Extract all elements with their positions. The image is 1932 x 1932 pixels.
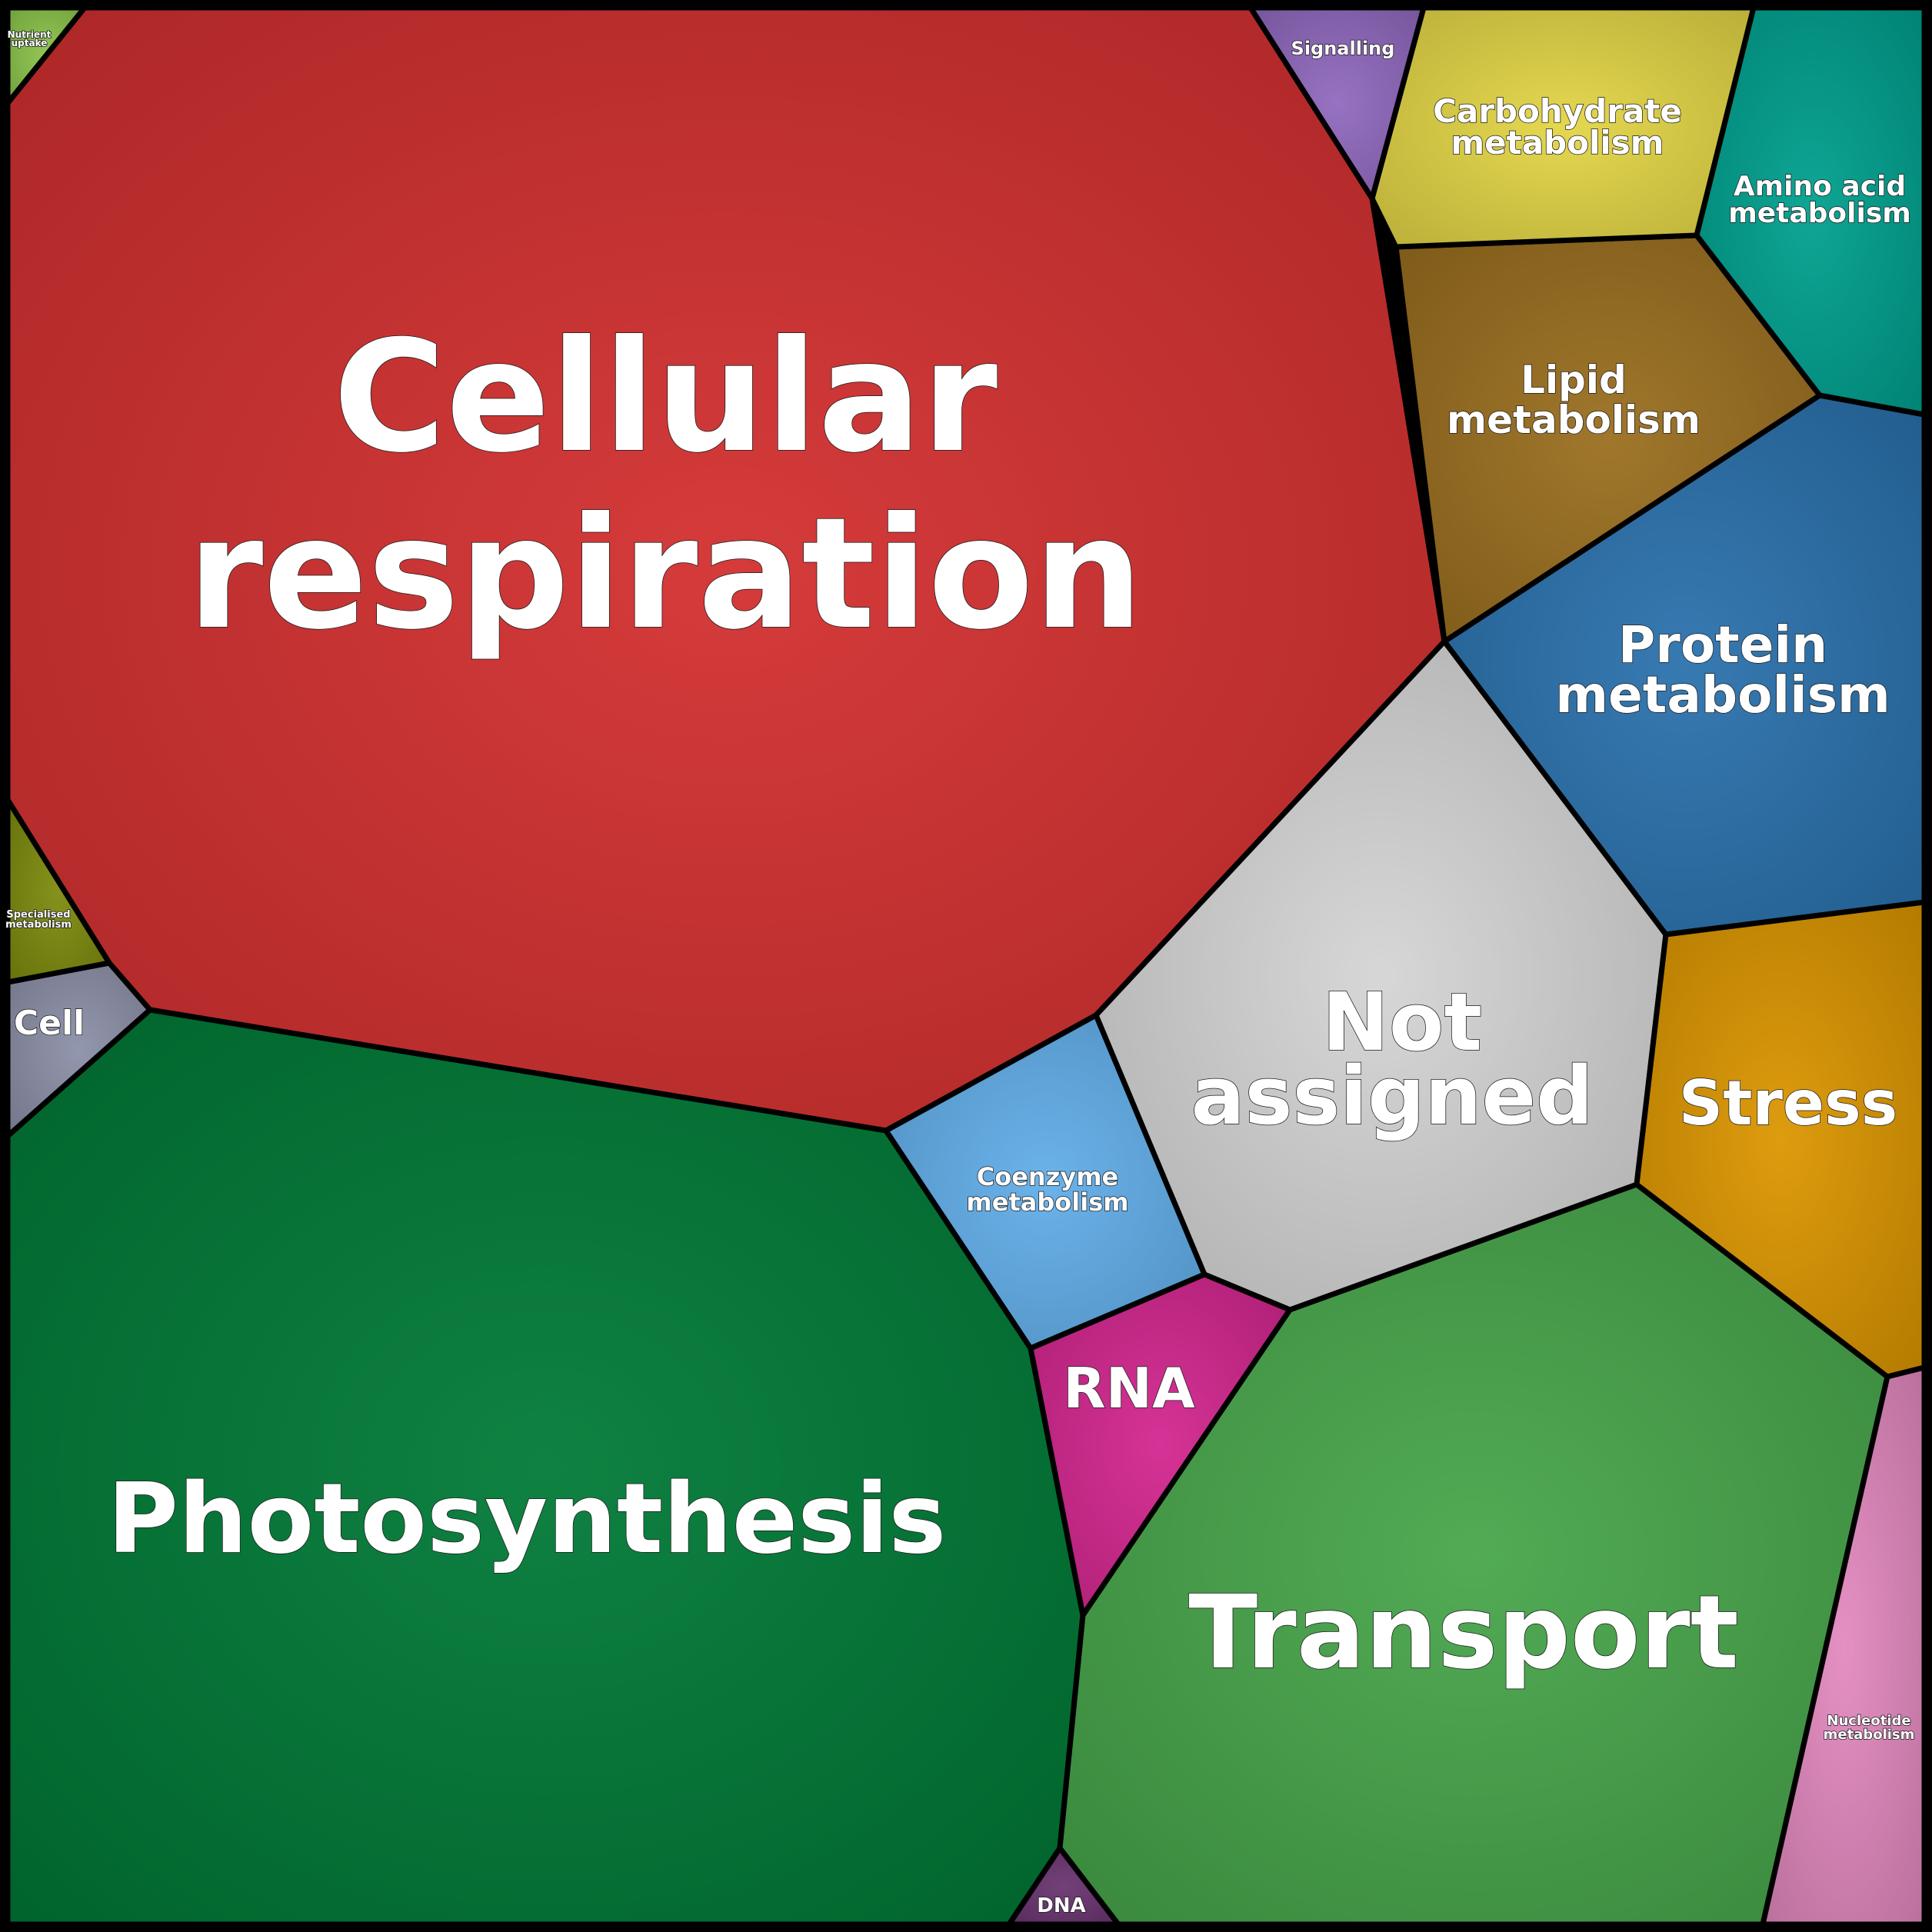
cell-dna [1006, 1845, 1121, 1927]
label-photosynthesis: Photosynthesis [108, 1462, 947, 1575]
label-cell: Cell [14, 1004, 85, 1043]
label-stress: Stress [1679, 1068, 1898, 1139]
cell-rna [1028, 1271, 1293, 1618]
cell-signalling [1247, 5, 1427, 202]
label-rna: RNA [1063, 1356, 1195, 1421]
label-transport: Transport [1188, 1574, 1739, 1692]
label-signalling: Signalling [1291, 38, 1395, 59]
cell-amino-acid-metabolism [1694, 5, 1927, 418]
cell-nutrient-uptake [5, 5, 88, 106]
cell-nucleotide-metabolism [1760, 1364, 1927, 1927]
cell-specialised-metabolism [5, 797, 112, 985]
label-dna: DNA [1037, 1894, 1085, 1917]
